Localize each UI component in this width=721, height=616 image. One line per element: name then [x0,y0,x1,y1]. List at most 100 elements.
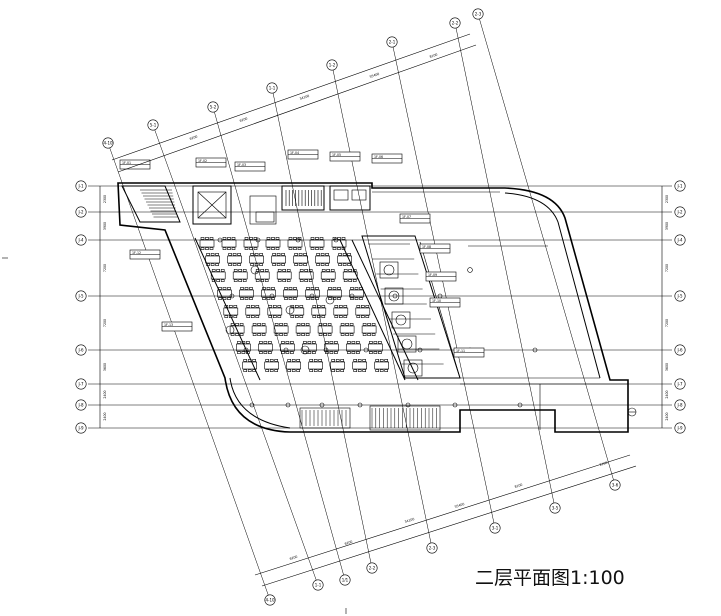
chair [277,305,282,308]
chair [362,369,367,372]
chair [272,263,276,266]
axis-bubble-left [75,422,87,434]
diagonal-axis-line [271,87,373,569]
chair [228,263,232,266]
axis-bubble-left-label: J-7 [77,381,83,386]
kitchen-equipment [379,261,399,279]
chair [281,351,285,354]
diagonal-axis-line [391,41,496,529]
dining-table [317,325,333,334]
chair [312,341,316,344]
dining-table [355,307,371,316]
dining-table [324,343,339,352]
chair [268,341,272,344]
chair [299,279,304,282]
right-dimension-label: 7200 [665,319,669,327]
kitchen-zone [361,235,461,379]
dining-table [331,239,347,248]
kitchen-equipment-band [361,235,461,379]
chair [343,315,348,318]
diagonal-axis-line [107,142,271,601]
axis-bubble-right-label: J-2 [676,209,682,214]
column-marker [243,347,249,353]
chair [230,323,235,326]
chair [334,305,339,308]
chair [218,297,222,300]
axis-bubble-left-label: J-5 [77,293,83,298]
chair [337,287,341,290]
chair [294,315,299,318]
chair [294,263,298,266]
chair [309,369,314,372]
chair [307,351,312,354]
chair [285,341,290,344]
right-dimension-label: 2400 [665,412,669,420]
chair [288,297,293,300]
room-tag-label: 1F-08 [422,245,431,249]
dining-table [280,343,295,352]
chair [338,253,342,256]
chair [343,269,348,272]
chair [261,333,266,336]
axis-bubble-bottom-label: 4-10 [265,597,275,602]
chair [301,323,305,326]
chair [262,287,266,290]
chair [271,237,275,240]
chair [327,333,332,336]
chair [350,297,354,300]
dining-table [271,255,286,264]
chair [332,297,337,300]
room-tag-label: 1F-04 [290,151,299,155]
chair [266,287,271,290]
room-tag-label: 1F-12 [132,251,141,255]
chair [246,315,251,318]
axis-bubble-right [674,344,686,356]
axis-bubble-bottom-label: 3-6 [612,482,619,487]
kitchen-equipment [397,335,417,353]
chair [210,253,215,256]
chair [264,269,269,272]
column-marker [417,347,423,353]
chair [253,247,258,250]
chair [309,359,314,362]
dining-table [239,289,254,298]
section-marker [467,267,637,417]
chair [216,269,220,272]
chair [360,315,365,318]
room-tag-label: 1F-05 [332,153,341,157]
chair [338,305,343,308]
axis-bubble-top [472,8,484,20]
horizontal-grid-lines [88,185,672,429]
chair [237,253,241,256]
chair [243,369,247,372]
chair [224,315,229,318]
chair [250,253,254,256]
dining-table [287,239,303,248]
chair [210,263,215,266]
dining-table [374,361,390,370]
drawing-scale: 1:100 [570,567,625,589]
chair [378,351,382,354]
chair [209,247,214,250]
chair [240,297,244,300]
axis-bubble-top-label: 5-1 [150,122,157,127]
axis-bubble-right-label: J-6 [676,347,682,352]
axis-bubble-left [75,290,87,302]
axis-bubble-left [75,206,87,218]
chair [268,315,273,318]
chair [327,323,332,326]
round-table [250,265,260,275]
chair [272,253,276,256]
stair-core-left [121,185,232,225]
right-dimension-label: 3600 [665,363,669,371]
chair [288,247,293,250]
chair [335,359,340,362]
chair [220,279,225,282]
chair [263,341,268,344]
chair [291,369,296,372]
kitchen-equipment [391,311,411,329]
axis-bubble-top-label: 1-2 [329,62,336,67]
chair [325,263,329,266]
chair [244,297,249,300]
axis-bubble-left-label: J-1 [77,183,83,188]
